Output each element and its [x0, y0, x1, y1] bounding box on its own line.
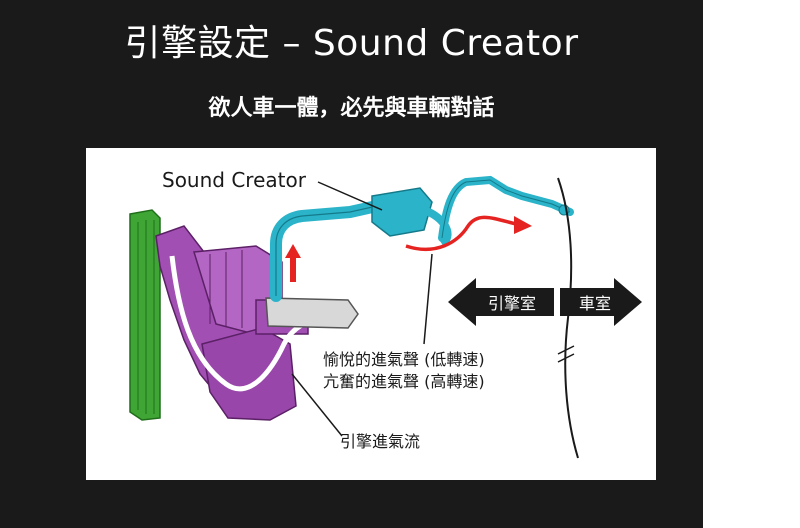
diagram-drawing	[129, 175, 642, 459]
radiator-shape	[129, 209, 161, 421]
pleasant-intake-label: 愉悅的進氣聲 (低轉速)	[323, 350, 485, 369]
engine-airflow-label: 引擎進氣流	[340, 432, 421, 451]
airflow-arrow	[169, 255, 331, 392]
airbox-shape	[155, 225, 309, 421]
sound-creator-duct	[270, 175, 574, 302]
airflow-leader-line	[291, 373, 343, 437]
cabin-label: 車室	[578, 294, 611, 313]
firewall-break-1	[557, 345, 575, 355]
engine-bay-arrow	[448, 278, 554, 326]
sound-creator-diagram: Sound Creator 愉悅的進氣聲 (低轉速) 亢奮的進氣聲 (高轉速) …	[86, 148, 656, 480]
slide: 引擎設定 – Sound Creator 欲人車一體，必先與車輛對話	[0, 0, 703, 528]
firewall-break-2	[557, 353, 575, 363]
engine-bay-label: 引擎室	[487, 294, 536, 313]
firewall-line	[557, 177, 579, 459]
slide-subtitle: 欲人車一體，必先與車輛對話	[208, 96, 495, 121]
intake-sound-leader-line	[423, 253, 433, 345]
red-curved-arrow	[405, 215, 532, 252]
intake-duct-shape	[265, 297, 359, 329]
red-up-arrow	[285, 244, 301, 282]
creator-leader-line	[317, 181, 383, 211]
sound-creator-label: Sound Creator	[162, 168, 306, 192]
cabin-arrow	[560, 278, 642, 326]
slide-title: 引擎設定 – Sound Creator	[124, 23, 579, 64]
exciting-intake-label: 亢奮的進氣聲 (高轉速)	[323, 372, 485, 391]
